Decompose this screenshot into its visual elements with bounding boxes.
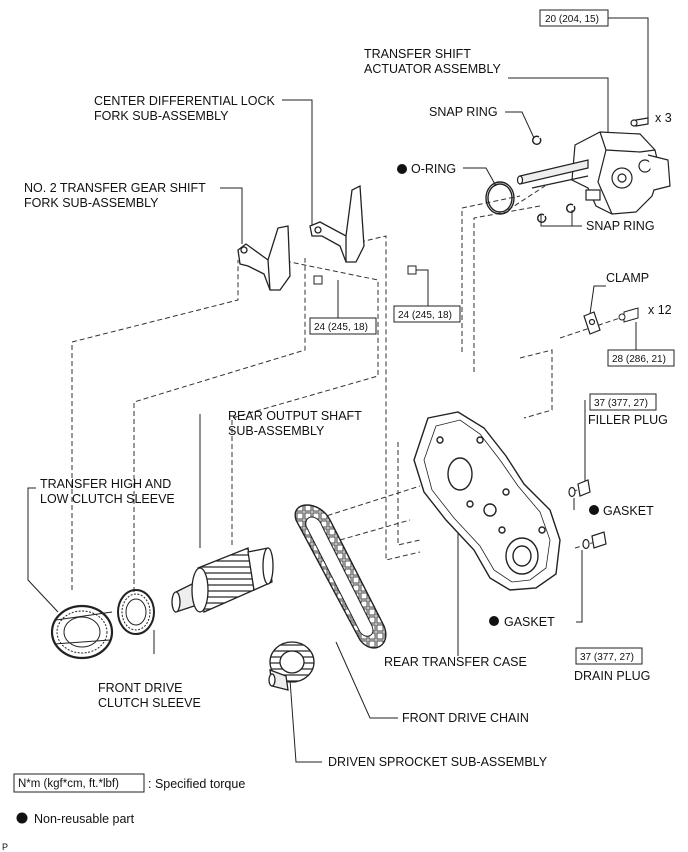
label-drain-plug: DRAIN PLUG (574, 669, 650, 683)
leader-lines (27, 17, 649, 763)
torque-box-fork-right: 24 (245, 18) (393, 305, 461, 323)
label-front-drive-sleeve-line1: FRONT DRIVE (98, 681, 183, 695)
filler-plug-part (568, 479, 591, 498)
clamp-part (583, 311, 601, 335)
svg-text:: Specified torque: : Specified torque (148, 777, 245, 791)
label-no2-fork-line2: FORK SUB-ASSEMBLY (24, 196, 159, 210)
svg-text:37 (377, 27): 37 (377, 27) (580, 652, 634, 663)
label-filler-plug: FILLER PLUG (588, 413, 668, 427)
label-center-fork-line2: FORK SUB-ASSEMBLY (94, 109, 229, 123)
label-actuator-line1: TRANSFER SHIFT (364, 47, 471, 61)
driven-sprocket-part (268, 641, 315, 691)
label-snap-ring-bottom: SNAP RING (586, 219, 655, 233)
o-ring-part (485, 181, 515, 215)
label-hi-lo-sleeve-line2: LOW CLUTCH SLEEVE (40, 492, 175, 506)
svg-text:28 (286, 21): 28 (286, 21) (612, 354, 666, 365)
qty-case-bolt: x 12 (648, 303, 672, 317)
drain-plug-part (582, 531, 607, 550)
front-drive-clutch-sleeve-part (117, 589, 155, 635)
no2-transfer-gear-shift-fork (237, 225, 291, 291)
label-front-drive-sleeve-line2: CLUTCH SLEEVE (98, 696, 201, 710)
label-rear-transfer-case: REAR TRANSFER CASE (384, 655, 527, 669)
torque-box-actuator: 20 (204, 15) (539, 9, 609, 27)
corner-mark: P (2, 842, 8, 852)
label-o-ring: O-RING (411, 162, 456, 176)
svg-text:24 (245, 18): 24 (245, 18) (398, 310, 452, 321)
label-front-drive-chain: FRONT DRIVE CHAIN (402, 711, 529, 725)
label-no2-fork-line1: NO. 2 TRANSFER GEAR SHIFT (24, 181, 206, 195)
torque-box-fork-left: 24 (245, 18) (309, 317, 377, 335)
label-snap-ring-top: SNAP RING (429, 105, 498, 119)
label-gasket-upper: GASKET (603, 504, 654, 518)
svg-text:24 (245, 18): 24 (245, 18) (314, 322, 368, 333)
label-driven-sprocket: DRIVEN SPROCKET SUB-ASSEMBLY (328, 755, 548, 769)
rear-output-shaft-part (171, 547, 274, 613)
nonreusable-dot-gasket-lower (489, 616, 499, 626)
torque-box-case-bolt: 28 (286, 21) (607, 349, 675, 367)
label-center-fork-line1: CENTER DIFFERENTIAL LOCK (94, 94, 275, 108)
label-actuator-line2: ACTUATOR ASSEMBLY (364, 62, 502, 76)
case-bolt (618, 307, 639, 323)
center-differential-lock-fork (309, 184, 365, 263)
label-clamp: CLAMP (606, 271, 649, 285)
snap-rings (532, 135, 576, 223)
nonreusable-dot-oring (397, 164, 407, 174)
torque-box-filler-plug: 37 (377, 27) (589, 393, 657, 411)
qty-actuator-bolt: x 3 (655, 111, 672, 125)
svg-text:20 (204, 15): 20 (204, 15) (545, 14, 599, 25)
fork-bolts (313, 265, 417, 285)
label-gasket-lower: GASKET (504, 615, 555, 629)
transfer-hi-lo-clutch-sleeve-part (50, 604, 114, 660)
svg-text:Non-reusable part: Non-reusable part (34, 812, 135, 826)
legend-specified-torque: N*m (kgf*cm, ft.*lbf) : Specified torque (13, 773, 245, 793)
legend-non-reusable: Non-reusable part (16, 812, 135, 826)
label-rear-output-line1: REAR OUTPUT SHAFT (228, 409, 362, 423)
svg-text:N*m (kgf*cm, ft.*lbf): N*m (kgf*cm, ft.*lbf) (18, 778, 119, 790)
rear-transfer-case (413, 411, 561, 591)
torque-box-drain-plug: 37 (377, 27) (575, 647, 643, 665)
nonreusable-dot-gasket-upper (589, 505, 599, 515)
svg-text:37 (377, 27): 37 (377, 27) (594, 398, 648, 409)
transfer-shift-actuator-assembly (516, 117, 671, 215)
front-drive-chain-part (294, 504, 387, 649)
label-hi-lo-sleeve-line1: TRANSFER HIGH AND (40, 477, 171, 491)
label-rear-output-line2: SUB-ASSEMBLY (228, 424, 325, 438)
